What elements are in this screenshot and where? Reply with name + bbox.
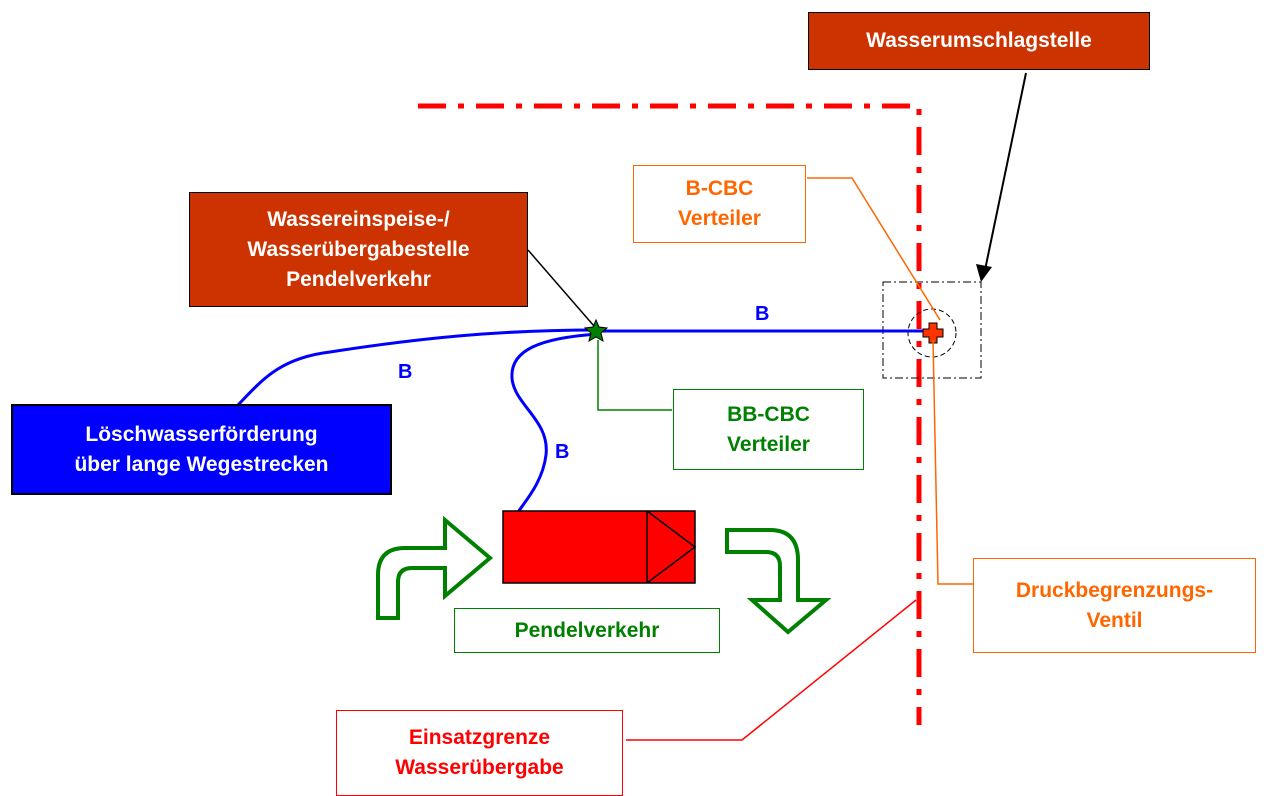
einsatzgrenze-box: Einsatzgrenze Wasserübergabe [336,710,623,796]
hose-label-left: B [398,361,412,383]
einspeise-line-1: Wassereinspeise-/ [267,207,450,231]
bbcbc-line-1: BB-CBC [727,402,810,426]
bbcbc-star-icon [583,318,609,343]
bcbc-line-2: Verteiler [678,207,761,230]
arrow-out-icon [725,528,832,635]
druckbegrenzung-line-1: Druckbegrenzungs- [1015,578,1214,602]
leader-bcbc [807,177,941,321]
einspeise-box: Wassereinspeise-/ Wasserübergabestelle P… [189,192,528,307]
bcbc-verteiler-box: B-CBC Verteiler [633,165,806,243]
verteiler-circle [907,308,957,358]
hose-label-lower: B [555,441,569,463]
hose-label-right: B [755,303,769,325]
leader-bbcbc [597,340,672,411]
arrow-in-icon [376,515,494,620]
wasserumschlagstelle-label: Wasserumschlagstelle [866,29,1092,52]
pendelverkehr-box: Pendelverkehr [454,608,720,653]
leader-druckbegrenzung [932,339,973,585]
einsatzgrenze-line-2: Wasserübergabe [395,756,564,779]
fire-truck-body [502,510,696,584]
bbcbc-line-2: Verteiler [727,432,810,456]
hose-line-lower [510,332,599,513]
loeschwasser-box: Löschwasserförderung über lange Wegestre… [11,404,392,495]
loeschwasser-line-1: Löschwasserförderung [85,422,318,446]
leader-einspeise [527,249,595,327]
leader-einsatzgrenze [626,599,917,741]
bbcbc-verteiler-box: BB-CBC Verteiler [673,389,864,470]
einspeise-line-2: Wasserübergabestelle [247,237,470,261]
einsatzgrenze-boundary [418,103,922,725]
druckbegrenzung-line-2: Ventil [1086,608,1143,632]
hose-line-left [236,328,599,407]
einsatzgrenze-line-1: Einsatzgrenze [408,726,551,749]
valve-plus-icon [922,322,944,344]
druckbegrenzung-box: Druckbegrenzungs- Ventil [973,558,1256,653]
leader-umschlagstelle [984,72,1027,271]
loeschwasser-line-2: über lange Wegestrecken [74,452,329,476]
fire-truck-direction-icon [646,510,697,584]
arrowhead-umschlagstelle-icon [976,264,992,282]
wasserumschlagstelle-box: Wasserumschlagstelle [808,12,1150,70]
pendelverkehr-label: Pendelverkehr [514,618,660,642]
bcbc-line-1: B-CBC [685,177,754,200]
einspeise-line-3: Pendelverkehr [286,267,431,291]
